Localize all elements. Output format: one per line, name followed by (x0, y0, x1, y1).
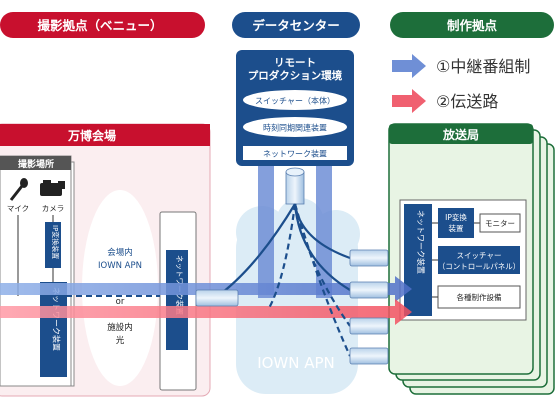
legend-relay-label: ①中継番組制 (436, 57, 530, 76)
switcher-control-panel (438, 246, 520, 274)
hub-pipe (285, 167, 305, 205)
venue-apn-line1: 会場内 (107, 247, 133, 258)
camera-label: カメラ (42, 204, 65, 213)
mic-label: マイク (7, 204, 29, 213)
header-venue: 撮影拠点（ベニュー） (0, 12, 205, 38)
iown-apn-cloud: IOWN APN (236, 198, 360, 394)
monitor-label: モニター (485, 219, 515, 228)
monitor-box (479, 213, 521, 233)
sync-oval (243, 117, 347, 137)
network-device-station (404, 204, 432, 316)
switcher-oval (243, 90, 347, 110)
remote-production-box: リモート プロダクション環境 スイッチャー（本体） 時刻同期関連装置 ネットワー… (236, 50, 354, 166)
ip-converter-venue (45, 222, 61, 268)
remote-sync-label: 時刻同期関連装置 (263, 123, 327, 133)
ip-converter-station (438, 208, 474, 238)
or-label: or (116, 297, 125, 307)
venue-network-label: ネットワーク装置 (52, 287, 62, 351)
venue-fiber-line1: 施設内 (107, 322, 133, 333)
equipment-label: 各種制作設備 (457, 292, 502, 302)
blue-arrow-icon (392, 54, 426, 78)
header-production: 制作拠点 (390, 12, 554, 38)
venue-apn-line2: IOWN APN (98, 261, 142, 271)
hub-dashed-links (267, 203, 352, 357)
remote-network-label: ネットワーク装置 (263, 149, 327, 159)
venue-fiber-line2: 光 (116, 335, 125, 346)
iown-apn-label: IOWN APN (257, 354, 335, 372)
header-datacenter: データセンター (232, 12, 360, 38)
shooting-location: 撮影場所 マイク カメラ IP変換装置 ネットワーク装置 (0, 155, 75, 387)
expo-title: 万博会場 (67, 128, 116, 143)
header-production-label: 制作拠点 (447, 18, 498, 33)
station-pipes (349, 249, 389, 365)
legend-relay: ①中継番組制 (392, 54, 530, 78)
legend-transmission-label: ②伝送路 (436, 92, 498, 111)
station-ip-conv-line1: IP変換 (445, 212, 467, 222)
camera-icon (40, 180, 65, 196)
station-network-label: ネットワーク装置 (416, 210, 426, 274)
header-venue-label: 撮影拠点（ベニュー） (37, 18, 162, 33)
broadcast-title: 放送局 (442, 127, 479, 142)
station-ip-conv-line2: 装置 (449, 223, 464, 233)
remote-title-line2: プロダクション環境 (248, 69, 343, 82)
network-device-venue-2: ネットワーク装置 (159, 211, 197, 391)
station-switcher-line2: （コントロールパネル） (438, 262, 521, 271)
remote-title-line1: リモート (274, 57, 316, 69)
network-device-venue (40, 282, 67, 377)
transmission-arrow (0, 299, 412, 325)
red-arrow-icon (392, 89, 426, 113)
remote-switcher-label: スイッチャー（本体） (255, 96, 335, 106)
venue-ip-conv-label: IP変換装置 (51, 225, 60, 259)
shooting-location-title: 撮影場所 (18, 158, 54, 170)
microphone-icon (9, 178, 28, 201)
relay-arrow (0, 276, 412, 302)
broadcast-station: 放送局 ネットワーク装置 IP変換 装置 モニター スイッチャー （コントロール… (388, 123, 555, 395)
station-switcher-line1: スイッチャー (457, 251, 502, 260)
legend-transmission: ②伝送路 (392, 89, 498, 113)
venue-pipe (195, 289, 239, 307)
header-datacenter-label: データセンター (252, 18, 340, 33)
